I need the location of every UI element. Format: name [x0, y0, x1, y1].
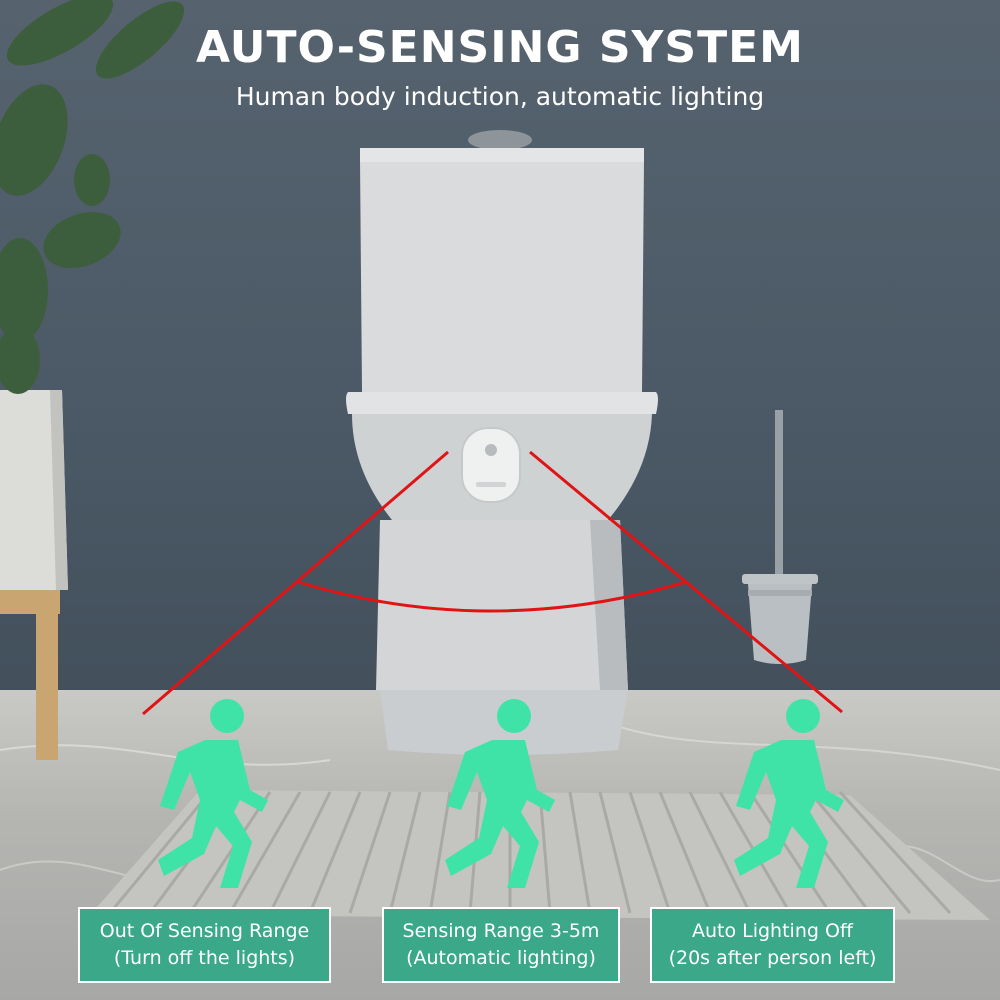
walking-person-icon [158, 699, 268, 888]
walking-person-icon [445, 699, 555, 888]
label-auto-off-line2: (20s after person left) [668, 947, 877, 969]
page-subtitle: Human body induction, automatic lighting [235, 82, 765, 111]
label-out-of-range: Out Of Sensing Range (Turn off the light… [78, 907, 331, 983]
sensing-beams [142, 450, 843, 716]
motion-sensor-icon [461, 427, 521, 503]
label-sensing-range: Sensing Range 3-5m (Automatic lighting) [382, 907, 620, 983]
bath-mat [90, 790, 990, 920]
label-sensing-range-line2: (Automatic lighting) [406, 947, 596, 969]
toilet-brush-icon [742, 410, 818, 664]
page-title: AUTO-SENSING SYSTEM [196, 22, 804, 73]
label-auto-off-line1: Auto Lighting Off [691, 920, 854, 942]
plant-stand [0, 390, 68, 760]
walking-person-icon [734, 699, 844, 888]
label-out-of-range-line1: Out Of Sensing Range [99, 920, 310, 942]
label-out-of-range-line2: (Turn off the lights) [113, 947, 296, 969]
label-sensing-range-line1: Sensing Range 3-5m [402, 920, 600, 942]
cactus-plant-icon [0, 0, 185, 394]
label-auto-off: Auto Lighting Off (20s after person left… [650, 907, 895, 983]
